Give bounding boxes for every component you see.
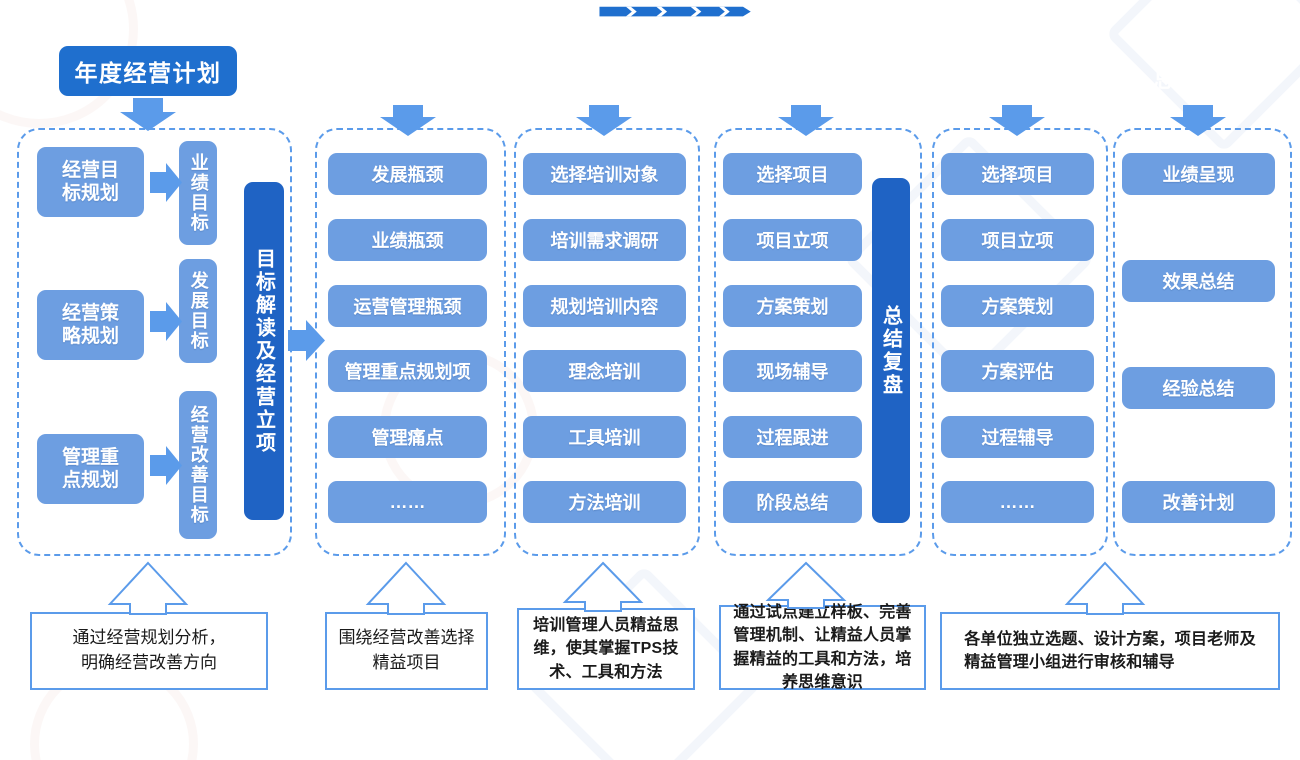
pill-planning-0[interactable]: 经营目 标规划 [37,147,144,217]
annual-plan-title-box[interactable]: 年度经营计划 [59,46,237,96]
caption-line: 精益管理小组进行审核和辅导 [964,654,1175,671]
caption-box-annual-plan: 通过经营规划分析， 明确经营改善方向 [30,612,268,690]
pill-balanced-replication-0[interactable]: 选择项目 [941,153,1094,195]
pill-planning-2[interactable]: 管理重 点规划 [37,434,144,504]
pill-pilot-first-1[interactable]: 项目立项 [723,219,862,261]
header-step-label-1[interactable]: 精益培训 [555,67,648,92]
header-step-label-4[interactable]: 总结复盘 [1153,67,1246,92]
header-step-label-0[interactable]: 项目选择 [364,67,457,92]
caption-line: 通过试点建立样板、完善 [733,604,912,622]
pill-balanced-replication-5[interactable]: …… [941,481,1094,523]
pill-summary-review-1[interactable]: 效果总结 [1122,260,1275,302]
caption-box-lean-training: 培训管理人员精益思 维，使其掌握TPS技 术、工具和方法 [517,608,695,690]
caption-line: 维，使其掌握TPS技 [533,640,679,658]
pill-project-selection-3[interactable]: 管理重点规划项 [328,350,487,392]
pill-goal-2[interactable]: 经营改善目标 [179,391,217,539]
pill-project-selection-1[interactable]: 业绩瓶颈 [328,219,487,261]
pill-pilot-first-2[interactable]: 方案策划 [723,285,862,327]
bar-summary-review-pilot[interactable]: 总结复盘 [872,178,910,523]
up-arrow-icon-caption-1 [365,561,447,615]
caption-line: 各单位独立选题、设计方案，项目老师及 [964,630,1256,648]
caption-line: 养思维意识 [781,673,863,691]
pill-goal-1[interactable]: 发展目标 [179,259,217,363]
pill-balanced-replication-4[interactable]: 过程辅导 [941,416,1094,458]
pill-planning-1-line1: 经营策 [61,302,119,324]
pill-lean-training-2[interactable]: 规划培训内容 [523,285,686,327]
pill-planning-2-line1: 管理重 [61,446,119,468]
pill-goal-0[interactable]: 业绩目标 [179,141,217,245]
caption-line: 围绕经营改善选择 [338,628,475,648]
caption-box-project-selection: 围绕经营改善选择 精益项目 [325,612,488,690]
down-arrow-icon-title [120,98,176,131]
up-arrow-icon-caption-0 [107,561,189,615]
pill-project-selection-2[interactable]: 运营管理瓶颈 [328,285,487,327]
pill-planning-0-line1: 经营目 [61,159,119,181]
pill-pilot-first-4[interactable]: 过程跟进 [723,416,862,458]
pill-planning-0-line2: 标规划 [61,183,119,204]
pill-pilot-first-5[interactable]: 阶段总结 [723,481,862,523]
pill-pilot-first-3[interactable]: 现场辅导 [723,350,862,392]
pill-lean-training-0[interactable]: 选择培训对象 [523,153,686,195]
pill-project-selection-0[interactable]: 发展瓶颈 [328,153,487,195]
up-arrow-icon-caption-2 [562,561,644,612]
caption-line: 培训管理人员精益思 [533,617,679,635]
caption-line: 术、工具和方法 [549,663,663,681]
pill-balanced-replication-2[interactable]: 方案策划 [941,285,1094,327]
caption-box-pilot-first: 通过试点建立样板、完善 管理机制、让精益人员掌 握精益的工具和方法，培 养思维意… [719,604,926,691]
pill-project-selection-5[interactable]: …… [328,481,487,523]
pill-summary-review-2[interactable]: 经验总结 [1122,367,1275,409]
pill-lean-training-1[interactable]: 培训需求调研 [523,219,686,261]
pill-lean-training-5[interactable]: 方法培训 [523,481,686,523]
caption-line: 明确经营改善方向 [81,653,217,672]
caption-box-balanced-replication: 各单位独立选题、设计方案，项目老师及 精益管理小组进行审核和辅导 [940,612,1280,690]
pill-summary-review-0[interactable]: 业绩呈现 [1122,153,1275,195]
caption-line: 通过经营规划分析， [72,628,226,648]
pill-project-selection-4[interactable]: 管理痛点 [328,416,487,458]
bar-goal-interpretation[interactable]: 目标解读及经营立项 [244,182,284,520]
pill-lean-training-4[interactable]: 工具培训 [523,416,686,458]
caption-line: 精益项目 [372,653,441,672]
pill-planning-1[interactable]: 经营策 略规划 [37,290,144,360]
pill-planning-2-line2: 点规划 [61,470,119,491]
pill-lean-training-3[interactable]: 理念培训 [523,350,686,392]
caption-line: 管理机制、让精益人员掌 [733,627,912,645]
header-step-label-3[interactable]: 平衡复制 [967,67,1060,92]
pill-balanced-replication-1[interactable]: 项目立项 [941,219,1094,261]
pill-planning-1-line2: 略规划 [61,326,119,347]
pill-balanced-replication-3[interactable]: 方案评估 [941,350,1094,392]
header-step-label-2[interactable]: 试点先行 [752,67,845,92]
caption-line: 握精益的工具和方法，培 [733,650,912,668]
pill-pilot-first-0[interactable]: 选择项目 [723,153,862,195]
pill-summary-review-3[interactable]: 改善计划 [1122,481,1275,523]
up-arrow-icon-caption-4 [1064,561,1146,615]
